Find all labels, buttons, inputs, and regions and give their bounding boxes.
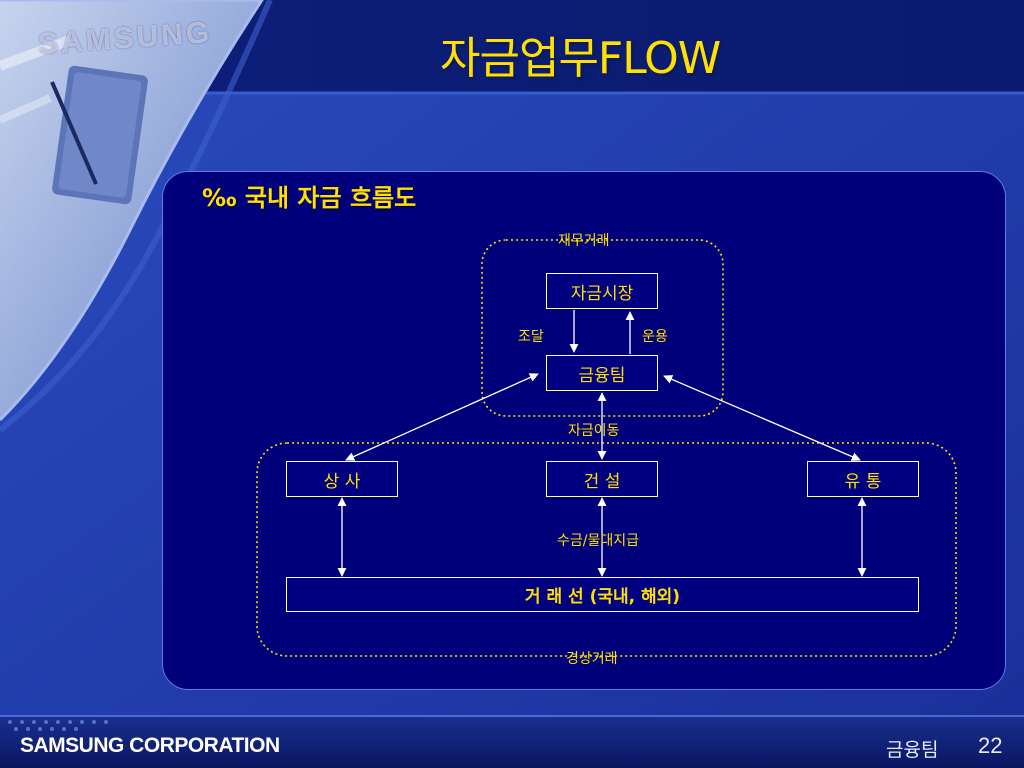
- page-number: 22: [978, 733, 1003, 758]
- invest-label: 운용: [642, 329, 668, 345]
- fund-transfer-label: 자금이동: [568, 423, 620, 439]
- node-trading: 상 사: [286, 461, 398, 497]
- node-fund-market: 자금시장: [546, 273, 658, 309]
- node-counterparties: 거 래 선 (국내, 해외): [286, 577, 919, 612]
- financial-transaction-label: 재무거래: [558, 233, 610, 249]
- operating-transaction-group: [256, 442, 957, 657]
- node-distribution: 유 통: [807, 461, 919, 497]
- node-finance-team: 금융팀: [546, 355, 658, 391]
- procure-label: 조달: [518, 329, 544, 345]
- slide-title: 자금업무FLOW: [440, 33, 721, 84]
- diagram-subtitle: ‰ 국내 자금 흐름도: [202, 184, 417, 212]
- receipt-payment-label: 수금/물대지급: [557, 533, 639, 549]
- footer-team-name: 금융팀: [886, 739, 939, 761]
- trading-link-arrow: [345, 373, 539, 461]
- company-name: SAMSUNG CORPORATION: [20, 734, 280, 757]
- distribution-link-arrow: [663, 375, 861, 461]
- node-construction: 건 설: [546, 461, 658, 497]
- financial-transaction-group: [481, 239, 724, 417]
- operating-transaction-label: 경상거래: [566, 651, 618, 667]
